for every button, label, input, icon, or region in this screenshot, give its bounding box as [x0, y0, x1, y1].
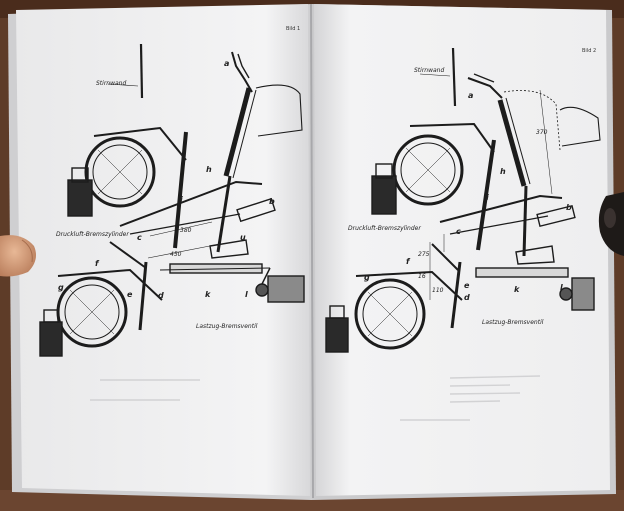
left-dim-380: 380	[180, 227, 192, 234]
right-dim-275: 275	[418, 251, 430, 258]
left-letter-e: e	[127, 290, 133, 299]
right-letter-k: k	[514, 285, 520, 294]
left-letter-d: d	[158, 291, 164, 300]
left-letter-f: f	[95, 259, 100, 268]
right-dim-16: 16	[418, 273, 426, 280]
right-labels: Bild 2 Stirnwand Druckluft-Bremszylinder…	[348, 48, 596, 326]
left-labels: Bild 1 Stirnwand Druckluft-Bremszylinder…	[56, 26, 300, 330]
right-dim-110: 110	[432, 287, 444, 294]
right-letter-f: f	[406, 257, 411, 266]
left-letter-u: u	[240, 233, 246, 242]
book-gutter	[310, 3, 314, 499]
left-letter-c: c	[137, 233, 142, 242]
left-brake-drawing	[39, 43, 305, 357]
left-letter-a: a	[224, 59, 229, 68]
left-letter-h: h	[206, 165, 212, 174]
left-dim-450: 450	[170, 251, 182, 258]
left-letter-b: b	[269, 197, 275, 206]
right-letter-h: h	[500, 167, 506, 176]
right-brake-drawing	[325, 47, 601, 353]
right-dim-370: 370	[536, 129, 548, 136]
right-wall-label: Stirnwand	[414, 67, 444, 74]
right-valve-label: Lastzug-Bremsventil	[482, 319, 544, 326]
right-letter-c: c	[456, 227, 461, 236]
right-page-header: Bild 2	[582, 48, 596, 54]
left-thumb	[0, 235, 36, 277]
right-letter-d: d	[464, 293, 470, 302]
right-letter-b: b	[566, 203, 572, 212]
left-letter-g: g	[58, 283, 64, 292]
left-page	[16, 4, 310, 496]
right-letter-i: i	[486, 193, 489, 202]
right-cylinder-label: Druckluft-Bremszylinder	[348, 225, 421, 232]
right-letter-g: g	[364, 273, 370, 282]
left-valve-label: Lastzug-Bremsventil	[196, 323, 258, 330]
left-letter-i: i	[180, 195, 183, 204]
right-dark-object	[598, 192, 624, 256]
right-letter-e: e	[464, 281, 470, 290]
show-through-text	[90, 375, 541, 421]
right-letter-a: a	[468, 91, 473, 100]
left-wall-label: Stirnwand	[96, 80, 126, 87]
left-letter-l: l	[245, 290, 248, 299]
left-letter-k: k	[205, 290, 211, 299]
left-page-header: Bild 1	[286, 26, 300, 32]
left-cylinder-label: Druckluft-Bremszylinder	[56, 231, 129, 238]
right-page	[314, 4, 610, 496]
right-letter-l: l	[560, 283, 563, 292]
